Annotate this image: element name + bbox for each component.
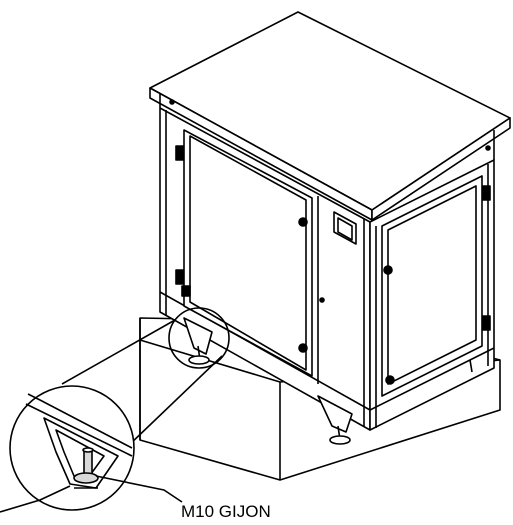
foot-front-left [183, 317, 213, 365]
hinge-icon [175, 145, 184, 161]
cabinet-roof [149, 11, 511, 221]
leader-line [127, 355, 223, 447]
callout-leader-line [95, 475, 183, 503]
front-door [183, 129, 313, 377]
door-bolt-bottom [298, 343, 308, 353]
side-bolt-top [383, 265, 393, 275]
front-right-section [317, 196, 357, 384]
callout-leader-line [0, 485, 71, 513]
door-bolt-top [298, 217, 308, 227]
side-door [381, 175, 483, 397]
hinge-icon [482, 315, 491, 331]
hinge-icon [175, 269, 184, 285]
magnified-detail [9, 385, 135, 511]
hinges [175, 145, 491, 331]
hinge-icon [482, 185, 491, 201]
hinge-icon [181, 285, 191, 297]
foot-front-right [317, 395, 353, 445]
callout-label: M10 GIJON [181, 502, 271, 521]
detail-marker-circle [168, 307, 230, 369]
stud-bolt [83, 449, 93, 477]
foot-side [469, 359, 473, 373]
side-bolt-bottom [385, 375, 395, 385]
foot-pad [73, 472, 99, 484]
leader-line [61, 319, 176, 385]
